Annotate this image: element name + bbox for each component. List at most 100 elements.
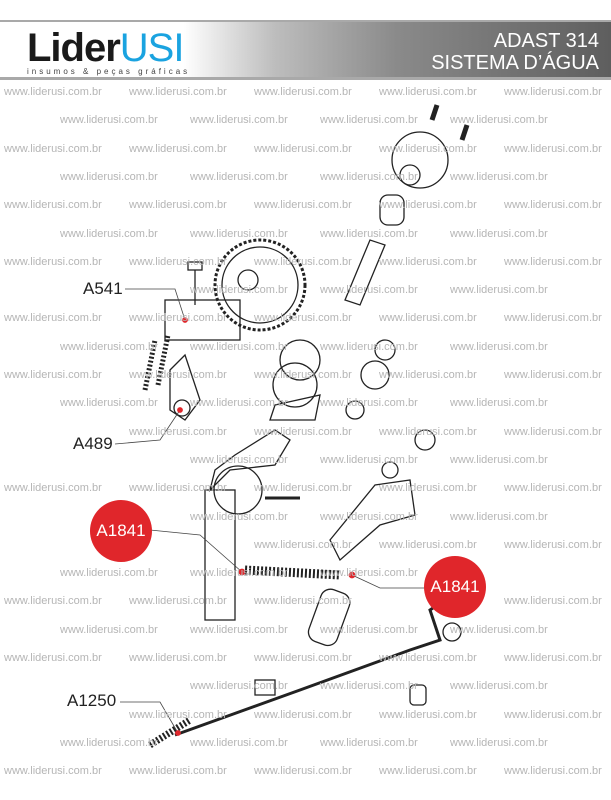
watermark-text: www.liderusi.com.br: [190, 170, 288, 183]
watermark-text: www.liderusi.com.br: [190, 567, 288, 580]
page-title: ADAST 314 SISTEMA D’ÁGUA: [431, 30, 599, 74]
watermark-text: www.liderusi.com.br: [190, 510, 288, 523]
watermark-text: www.liderusi.com.br: [450, 623, 548, 636]
watermark-text: www.liderusi.com.br: [190, 680, 288, 693]
watermark-text: www.liderusi.com.br: [129, 312, 227, 325]
watermark-text: www.liderusi.com.br: [190, 340, 288, 353]
watermark-text: www.liderusi.com.br: [129, 652, 227, 664]
watermark-text: www.liderusi.com.br: [254, 199, 352, 212]
callout-a1841-right: A1841: [424, 556, 486, 618]
watermark-text: www.liderusi.com.br: [450, 284, 548, 297]
liderusi-logo: LiderUSI insumos & peças gráficas: [27, 28, 190, 76]
watermark-text: www.liderusi.com.br: [60, 736, 158, 749]
watermark-text: www.liderusi.com.br: [129, 595, 227, 608]
watermark-text: www.liderusi.com.br: [254, 312, 352, 325]
watermark-text: www.liderusi.com.br: [190, 623, 288, 636]
lever-arm: [169, 353, 201, 421]
watermark-text: www.liderusi.com.br: [129, 369, 227, 381]
watermark-text: www.liderusi.com.br: [320, 284, 418, 297]
watermark-text: www.liderusi.com.br: [190, 453, 288, 466]
watermark-text: www.liderusi.com.br: [190, 284, 288, 297]
shaft-top: [344, 104, 470, 306]
watermark-text: www.liderusi.com.br: [254, 652, 352, 664]
watermark-text: www.liderusi.com.br: [379, 312, 477, 325]
watermark-text: www.liderusi.com.br: [129, 255, 227, 268]
watermark-text: www.liderusi.com.br: [254, 255, 352, 268]
watermark-text: www.liderusi.com.br: [129, 142, 227, 155]
logo-primary: Lider: [27, 26, 121, 70]
watermark-text: www.liderusi.com.br: [190, 397, 288, 410]
watermark-text: www.liderusi.com.br: [379, 765, 477, 778]
watermark-text: www.liderusi.com.br: [129, 86, 227, 98]
watermark-text: www.liderusi.com.br: [504, 86, 602, 98]
logo-tagline: insumos & peças gráficas: [27, 67, 191, 76]
watermark-text: www.liderusi.com.br: [504, 538, 602, 551]
watermark-text: www.liderusi.com.br: [254, 708, 352, 721]
watermark-text: www.liderusi.com.br: [254, 369, 352, 381]
watermark-text: www.liderusi.com.br: [379, 425, 477, 438]
watermark-text: www.liderusi.com.br: [504, 312, 602, 325]
watermark-text: www.liderusi.com.br: [60, 623, 158, 636]
watermark-text: www.liderusi.com.br: [320, 340, 418, 353]
watermark-text: www.liderusi.com.br: [4, 765, 102, 778]
watermark-text: www.liderusi.com.br: [129, 425, 227, 438]
watermark-text: www.liderusi.com.br: [504, 708, 602, 721]
springs-left: [142, 334, 171, 391]
watermark-text: www.liderusi.com.br: [379, 142, 477, 155]
callout-a1841-left: A1841: [90, 500, 152, 562]
watermark-text: www.liderusi.com.br: [379, 708, 477, 721]
watermark-text: www.liderusi.com.br: [450, 453, 548, 466]
lever-right: [307, 479, 416, 647]
watermark-text: www.liderusi.com.br: [254, 538, 352, 551]
watermark-text: www.liderusi.com.br: [190, 736, 288, 749]
watermark-text: www.liderusi.com.br: [450, 227, 548, 240]
watermark-text: www.liderusi.com.br: [254, 482, 352, 495]
callout-a489: A489: [73, 434, 113, 454]
watermark-text: www.liderusi.com.br: [129, 708, 227, 721]
watermark-text: www.liderusi.com.br: [450, 114, 548, 127]
watermark-text: www.liderusi.com.br: [450, 736, 548, 749]
watermark-text: www.liderusi.com.br: [379, 369, 477, 381]
callout-a541: A541: [83, 279, 123, 299]
watermark-text: www.liderusi.com.br: [379, 86, 477, 98]
watermark-text: www.liderusi.com.br: [4, 142, 102, 155]
watermark-text: www.liderusi.com.br: [254, 425, 352, 438]
title-system: SISTEMA D’ÁGUA: [431, 52, 599, 74]
watermark-text: www.liderusi.com.br: [60, 340, 158, 353]
watermark-text: www.liderusi.com.br: [4, 595, 102, 608]
watermark-text: www.liderusi.com.br: [254, 86, 352, 98]
watermark-text: www.liderusi.com.br: [320, 114, 418, 127]
callout-a1250: A1250: [67, 691, 117, 711]
watermark-text: www.liderusi.com.br: [504, 652, 602, 664]
watermark-text: www.liderusi.com.br: [129, 199, 227, 212]
watermark-text: www.liderusi.com.br: [504, 142, 602, 155]
watermark-text: www.liderusi.com.br: [4, 369, 102, 381]
watermark-text: www.liderusi.com.br: [504, 425, 602, 438]
watermark-text: www.liderusi.com.br: [320, 397, 418, 410]
watermark-text: www.liderusi.com.br: [60, 114, 158, 127]
watermark-text: www.liderusi.com.br: [320, 736, 418, 749]
watermark-text: www.liderusi.com.br: [450, 397, 548, 410]
watermark-text: www.liderusi.com.br: [4, 312, 102, 325]
watermark-text: www.liderusi.com.br: [320, 170, 418, 183]
watermark-text: www.liderusi.com.br: [254, 142, 352, 155]
title-model: ADAST 314: [493, 30, 599, 52]
watermark-text: www.liderusi.com.br: [129, 482, 227, 495]
watermark-text: www.liderusi.com.br: [379, 482, 477, 495]
bracket-assembly: [204, 429, 300, 621]
cam-assembly: [269, 339, 436, 479]
watermark-text: www.liderusi.com.br: [504, 199, 602, 212]
watermark-text: www.liderusi.com.br: [60, 227, 158, 240]
watermark-text: www.liderusi.com.br: [504, 482, 602, 495]
watermark-text: www.liderusi.com.br: [379, 538, 477, 551]
watermark-text: www.liderusi.com.br: [4, 199, 102, 212]
watermark-text: www.liderusi.com.br: [4, 482, 102, 495]
header-banner: LiderUSI insumos & peças gráficas ADAST …: [0, 20, 611, 80]
watermark-text: www.liderusi.com.br: [379, 199, 477, 212]
watermark-text: www.liderusi.com.br: [450, 680, 548, 693]
watermark-text: www.liderusi.com.br: [450, 170, 548, 183]
watermark-text: www.liderusi.com.br: [320, 510, 418, 523]
watermark-text: www.liderusi.com.br: [504, 595, 602, 608]
watermark-text: www.liderusi.com.br: [254, 765, 352, 778]
